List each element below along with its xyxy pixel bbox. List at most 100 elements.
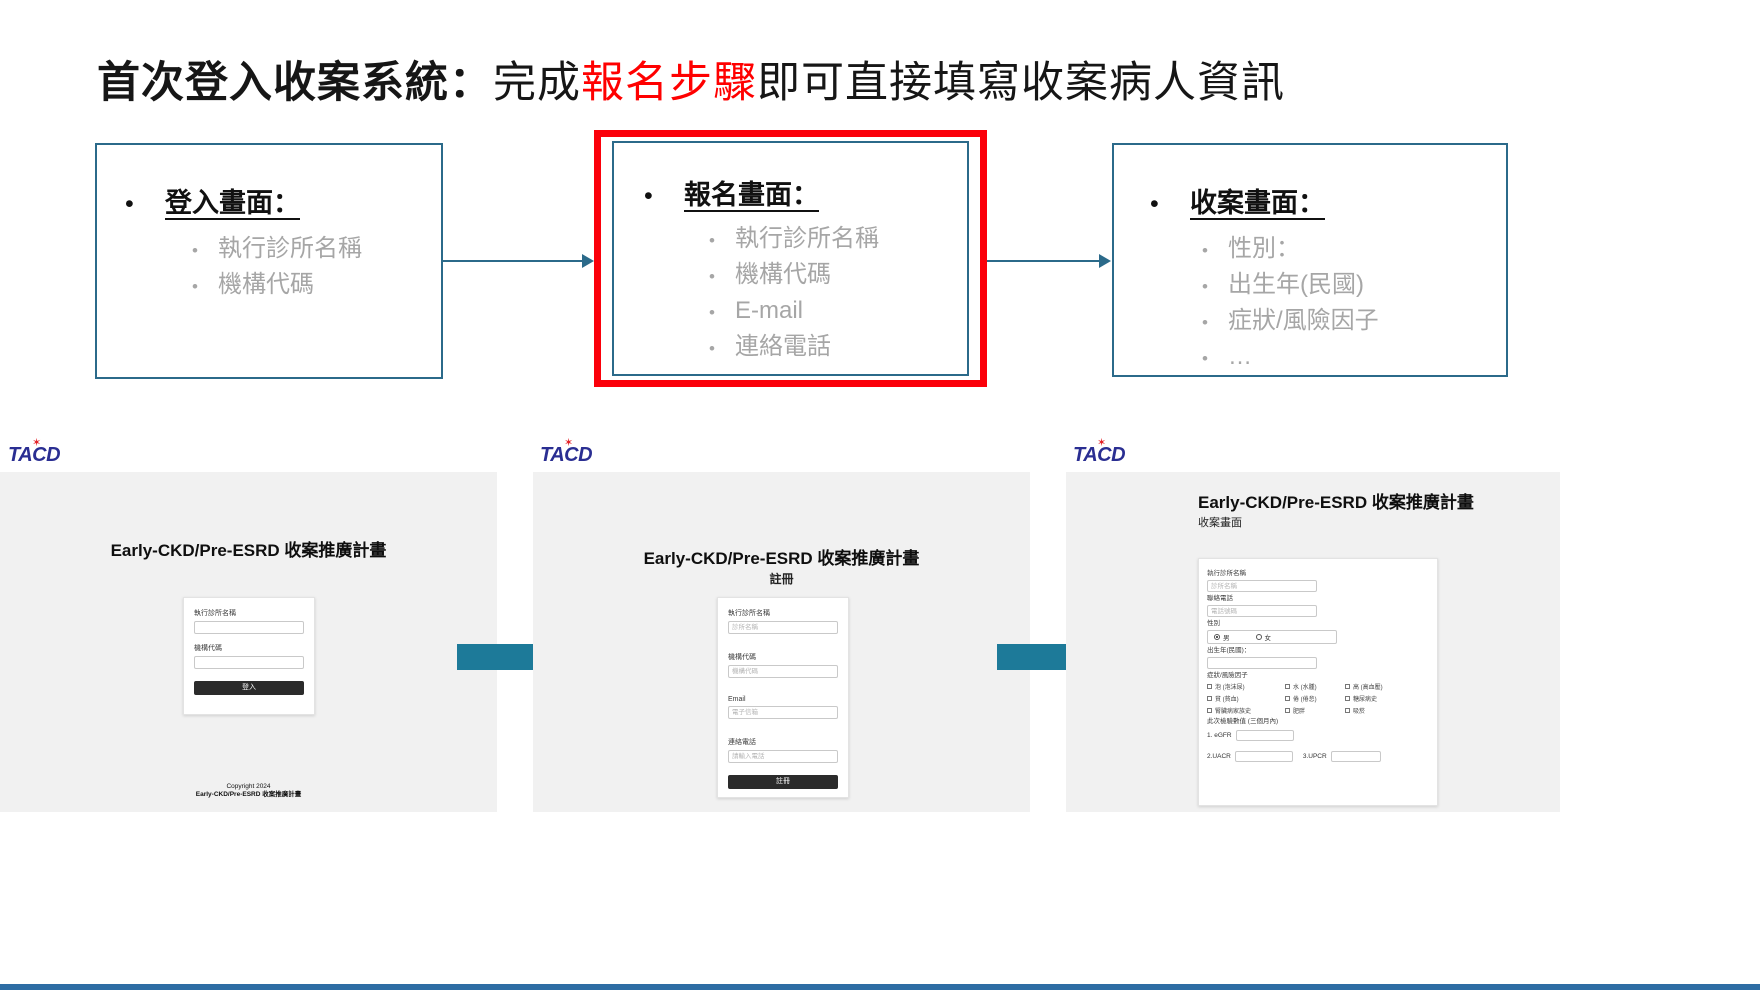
- connector-line-2: [987, 260, 1099, 262]
- tacd-star-icon: ✶: [1097, 437, 1106, 449]
- clinic-name-input[interactable]: [194, 621, 304, 634]
- birth-year-label: 出生年(民國)：: [1207, 647, 1251, 654]
- bullet-icon: •: [709, 339, 715, 358]
- bullet-icon: •: [1150, 190, 1159, 218]
- flow-intake-item: 性別：: [1228, 235, 1300, 262]
- bullet-icon: •: [1202, 349, 1208, 368]
- tacd-star-icon: ✶: [32, 437, 41, 449]
- bullet-icon: •: [192, 241, 198, 260]
- flow-box-intake: • 收案畫面： • 性別： • 出生年(民國) • 症狀/風險因子 • …: [1112, 143, 1508, 377]
- symptom-text: 糖尿病史: [1353, 697, 1378, 703]
- tacd-logo: ✶ TACD: [8, 437, 61, 467]
- checkbox-icon: [1345, 684, 1350, 689]
- register-button[interactable]: 註冊: [728, 775, 838, 789]
- intake-screen-subtitle: 收案畫面: [1198, 517, 1242, 529]
- bullet-icon: •: [1202, 277, 1208, 296]
- tacd-logo: ✶ TACD: [1073, 437, 1126, 467]
- uacr-input[interactable]: [1234, 751, 1293, 762]
- egfr-row: 1. eGFR: [1207, 730, 1429, 741]
- flow-register-heading: 報名畫面：: [684, 180, 819, 210]
- bullet-icon: •: [709, 267, 715, 286]
- checkbox-icon: [1207, 708, 1212, 713]
- symptom-checkbox[interactable]: 肥胖: [1285, 706, 1345, 715]
- title-bold: 首次登入收案系統：: [97, 59, 493, 107]
- connector-line-1: [443, 260, 583, 262]
- tacd-logo: ✶ TACD: [540, 437, 593, 467]
- egfr-label: 1. eGFR: [1207, 732, 1232, 739]
- gender-male-radio[interactable]: 男: [1214, 632, 1230, 642]
- flow-register-item: E-mail: [735, 297, 804, 324]
- org-code-input[interactable]: [728, 665, 838, 678]
- tacd-star-icon: ✶: [564, 437, 573, 449]
- checkbox-icon: [1285, 708, 1290, 713]
- tacd-logo-text: TACD: [8, 444, 61, 466]
- symptom-checkbox[interactable]: 水 (水腫): [1285, 682, 1345, 691]
- contact-phone-label: 聯絡電話: [1207, 595, 1233, 602]
- radio-checked-icon: [1214, 634, 1220, 640]
- flow-intake-item: 症狀/風險因子: [1228, 307, 1379, 334]
- symptom-checkbox[interactable]: 泡 (泡沫尿): [1207, 682, 1285, 691]
- footer-program-name: Early-CKD/Pre-ESRD 收案推廣計畫: [195, 791, 302, 798]
- gender-male-label: 男: [1223, 635, 1230, 642]
- symptom-text: 倦 (倦怠): [1293, 697, 1317, 703]
- clinic-name-label: 執行診所名稱: [1207, 570, 1246, 577]
- flow-intake-item: 出生年(民國): [1228, 271, 1364, 298]
- symptom-checkbox[interactable]: 貧 (貧血): [1207, 694, 1285, 703]
- flow-box-login: • 登入畫面： • 執行診所名稱 • 機構代碼: [95, 143, 443, 379]
- symptom-text: 泡 (泡沫尿): [1215, 685, 1245, 691]
- gender-female-radio[interactable]: 女: [1255, 632, 1272, 642]
- flow-intake-heading: 收案畫面：: [1190, 188, 1325, 218]
- symptom-text: 水 (水腫): [1293, 685, 1317, 691]
- register-form-card: 執行診所名稱 機構代碼 Email 連絡電話 註冊: [717, 597, 849, 798]
- copyright-text: Copyright 2024: [226, 783, 271, 790]
- bullet-icon: •: [1202, 241, 1208, 260]
- bullet-icon: •: [125, 190, 134, 218]
- org-code-label: 機構代碼: [728, 654, 756, 661]
- symptom-checkbox[interactable]: 倦 (倦怠): [1285, 694, 1345, 703]
- arrowhead-icon: [1099, 254, 1111, 268]
- symptom-checkbox[interactable]: 吸菸: [1345, 706, 1429, 715]
- upcr-input[interactable]: [1330, 751, 1381, 762]
- flow-login-item: 執行診所名稱: [218, 235, 362, 262]
- flow-login-item: 機構代碼: [218, 271, 314, 298]
- login-button[interactable]: 登入: [194, 681, 304, 695]
- symptom-text: 吸菸: [1353, 709, 1366, 715]
- contact-phone-input[interactable]: [1207, 605, 1317, 617]
- login-footer: Copyright 2024 Early-CKD/Pre-ESRD 收案推廣計畫: [0, 783, 497, 799]
- arrowhead-icon: [582, 254, 594, 268]
- register-screenshot: Early-CKD/Pre-ESRD 收案推廣計畫 註冊 執行診所名稱 機構代碼…: [533, 472, 1030, 812]
- checkbox-icon: [1207, 684, 1212, 689]
- symptom-checkbox[interactable]: 高 (高血壓): [1345, 682, 1429, 691]
- phone-input[interactable]: [728, 750, 838, 763]
- clinic-name-input[interactable]: [1207, 580, 1317, 592]
- email-input[interactable]: [728, 706, 838, 719]
- egfr-input[interactable]: [1235, 730, 1294, 741]
- birth-year-input[interactable]: [1207, 657, 1317, 669]
- clinic-name-input[interactable]: [728, 621, 838, 634]
- org-code-input[interactable]: [194, 656, 304, 669]
- uacr-upcr-row: 2.UACR 3.UPCR: [1207, 751, 1429, 762]
- bullet-icon: •: [709, 231, 715, 250]
- phone-label: 連絡電話: [728, 739, 756, 746]
- org-code-label: 機構代碼: [194, 645, 222, 652]
- gender-label: 性別: [1207, 620, 1220, 627]
- bottom-accent-bar: [0, 984, 1760, 990]
- flow-box-register: • 報名畫面： • 執行診所名稱 • 機構代碼 • E-mail • 連絡電話: [612, 141, 969, 376]
- flow-login-heading: 登入畫面：: [165, 188, 300, 218]
- clinic-name-label: 執行診所名稱: [728, 610, 770, 617]
- login-form-card: 執行診所名稱 機構代碼 登入: [183, 597, 315, 715]
- flow-intake-item: …: [1228, 343, 1252, 370]
- bullet-icon: •: [1202, 313, 1208, 332]
- page-title: 首次登入收案系統：完成報名步驟即可直接填寫收案病人資訊: [97, 48, 1285, 110]
- symptom-text: 高 (高血壓): [1353, 685, 1383, 691]
- symptom-checkbox[interactable]: 腎臟病家族史: [1207, 706, 1285, 715]
- intake-screenshot: Early-CKD/Pre-ESRD 收案推廣計畫 收案畫面 執行診所名稱 聯絡…: [1066, 472, 1560, 812]
- gender-field: 男 女: [1207, 630, 1337, 644]
- radio-icon: [1255, 634, 1262, 640]
- gender-female-label: 女: [1264, 635, 1272, 642]
- register-screen-subtitle: 註冊: [769, 572, 794, 586]
- checkbox-icon: [1345, 696, 1350, 701]
- uacr-label: 2.UACR: [1207, 753, 1231, 760]
- symptom-checkbox[interactable]: 糖尿病史: [1345, 694, 1429, 703]
